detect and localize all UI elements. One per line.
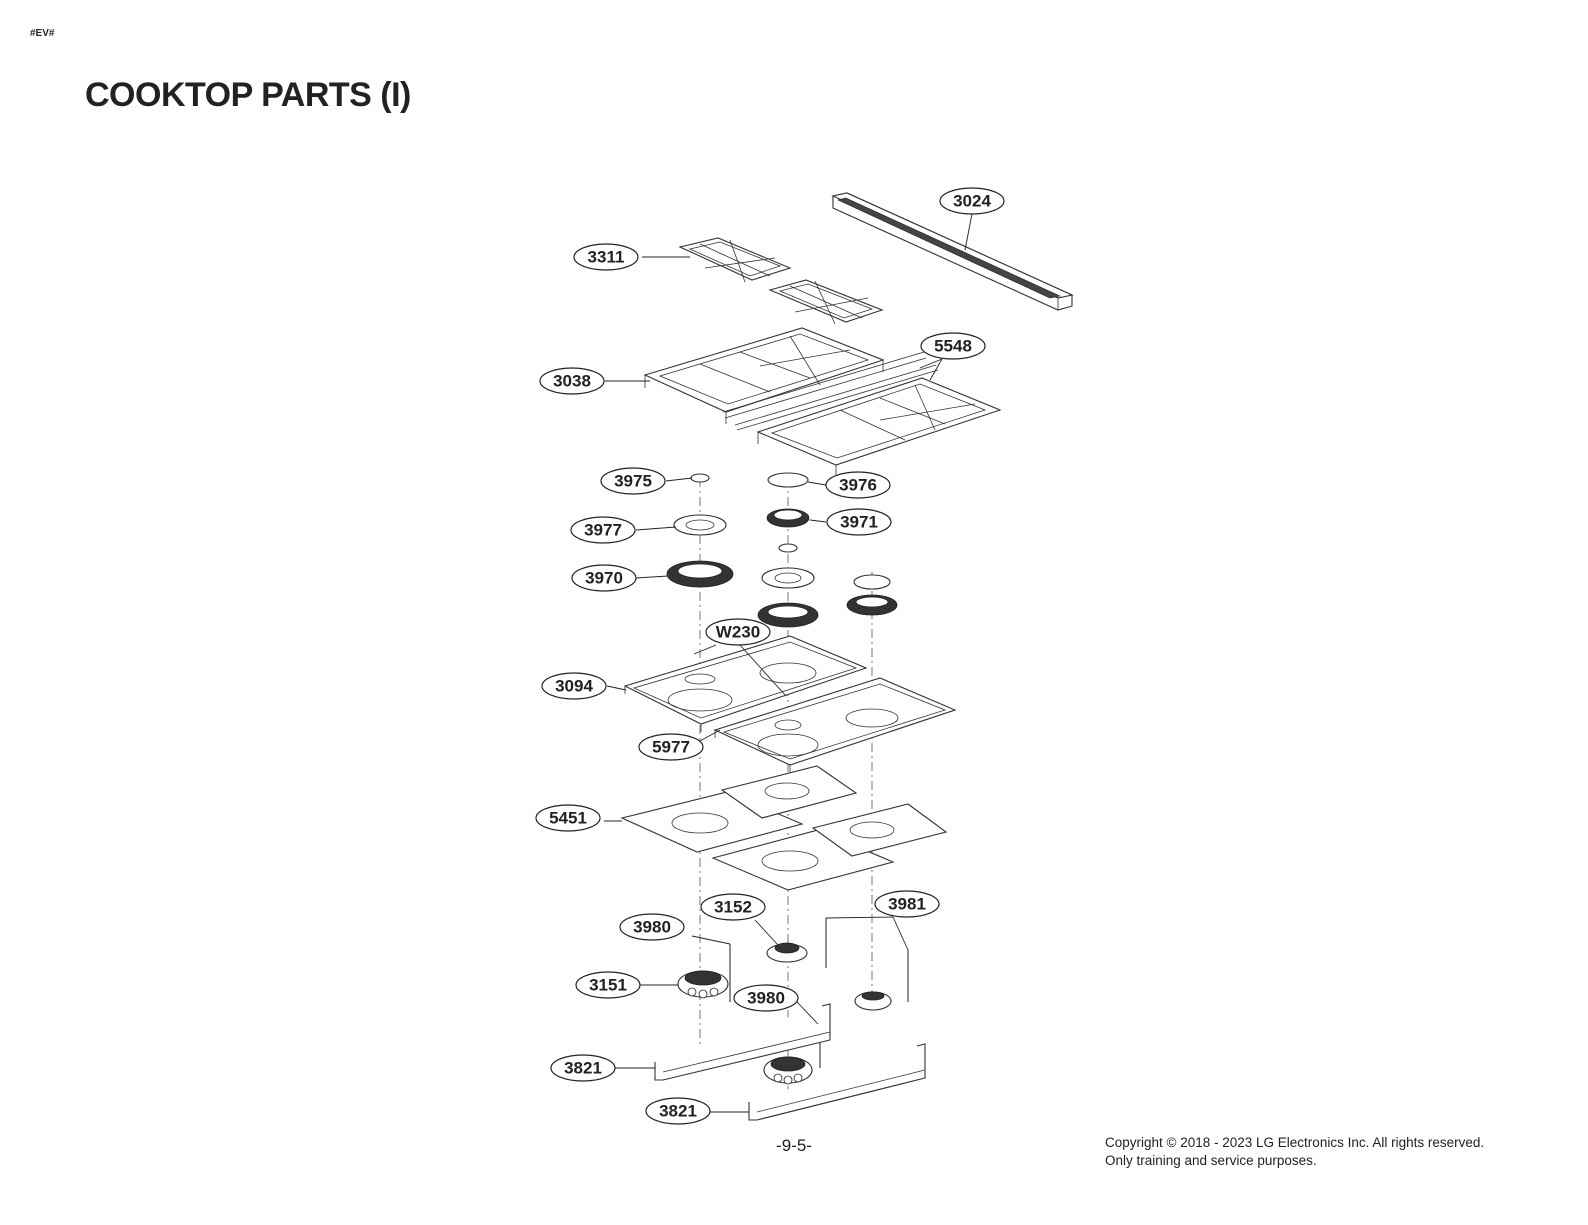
callout-3152: 3152: [700, 893, 766, 921]
copyright-line-1: Copyright © 2018 - 2023 LG Electronics I…: [1105, 1135, 1485, 1150]
burner-components: [666, 472, 898, 628]
part-5548-strips: [722, 351, 939, 431]
document-tag: #EV#: [30, 28, 55, 39]
callout-5977: 5977: [638, 733, 704, 761]
leader-lines: [604, 213, 973, 1113]
callout-3821-upper: 3821: [550, 1054, 616, 1082]
part-3038-grate-right: [756, 377, 1002, 476]
svg-text:3976: 3976: [839, 476, 877, 495]
svg-text:5548: 5548: [934, 337, 972, 356]
svg-text:3024: 3024: [953, 192, 991, 211]
svg-text:5451: 5451: [549, 809, 587, 828]
part-3038-grate-left: [643, 327, 885, 424]
svg-text:3980: 3980: [633, 918, 671, 937]
callout-3981: 3981: [874, 890, 940, 918]
page-number: -9-5-: [776, 1136, 812, 1155]
part-3094-burner-boxes: [623, 635, 957, 773]
part-5451-heat-shields: [620, 765, 948, 891]
callout-3094: 3094: [541, 672, 607, 700]
svg-text:3980: 3980: [747, 989, 785, 1008]
svg-text:3971: 3971: [840, 513, 878, 532]
svg-text:3152: 3152: [714, 898, 752, 917]
callout-3975: 3975: [600, 467, 666, 495]
callout-3976: 3976: [825, 471, 891, 499]
callout-5548: 5548: [920, 332, 986, 360]
svg-text:3977: 3977: [584, 521, 622, 540]
svg-text:3821: 3821: [659, 1102, 697, 1121]
svg-text:3970: 3970: [585, 569, 623, 588]
svg-text:3094: 3094: [555, 677, 593, 696]
svg-text:W230: W230: [716, 623, 760, 642]
copyright-line-2: Only training and service purposes.: [1105, 1153, 1317, 1168]
callout-3970: 3970: [571, 564, 637, 592]
part-3024-trim-bar: [831, 192, 1074, 311]
svg-text:3821: 3821: [564, 1059, 602, 1078]
electrodes: [729, 918, 909, 1068]
page-title: COOKTOP PARTS (I): [85, 76, 411, 114]
part-3311-small-grates: [678, 237, 884, 325]
lower-burner-bases: [677, 942, 892, 1085]
callout-3977: 3977: [570, 516, 636, 544]
callout-3980-upper: 3980: [619, 913, 685, 941]
callout-3024: 3024: [939, 187, 1005, 215]
callout-3971: 3971: [826, 508, 892, 536]
svg-text:3038: 3038: [553, 372, 591, 391]
callout-3821-lower: 3821: [645, 1097, 711, 1125]
svg-text:3975: 3975: [614, 472, 652, 491]
callout-3311: 3311: [573, 243, 639, 271]
svg-text:3981: 3981: [888, 895, 926, 914]
callout-3151: 3151: [575, 971, 641, 999]
svg-text:5977: 5977: [652, 738, 690, 757]
svg-text:3151: 3151: [589, 976, 627, 995]
callout-3980-lower: 3980: [733, 984, 799, 1012]
svg-text:3311: 3311: [588, 248, 625, 267]
callout-3038: 3038: [539, 367, 605, 395]
part-3821-brackets: [654, 1003, 926, 1121]
copyright-notice: Copyright © 2018 - 2023 LG Electronics I…: [1105, 1134, 1484, 1170]
callout-5451: 5451: [535, 804, 601, 832]
callout-W230: W230: [705, 618, 771, 646]
